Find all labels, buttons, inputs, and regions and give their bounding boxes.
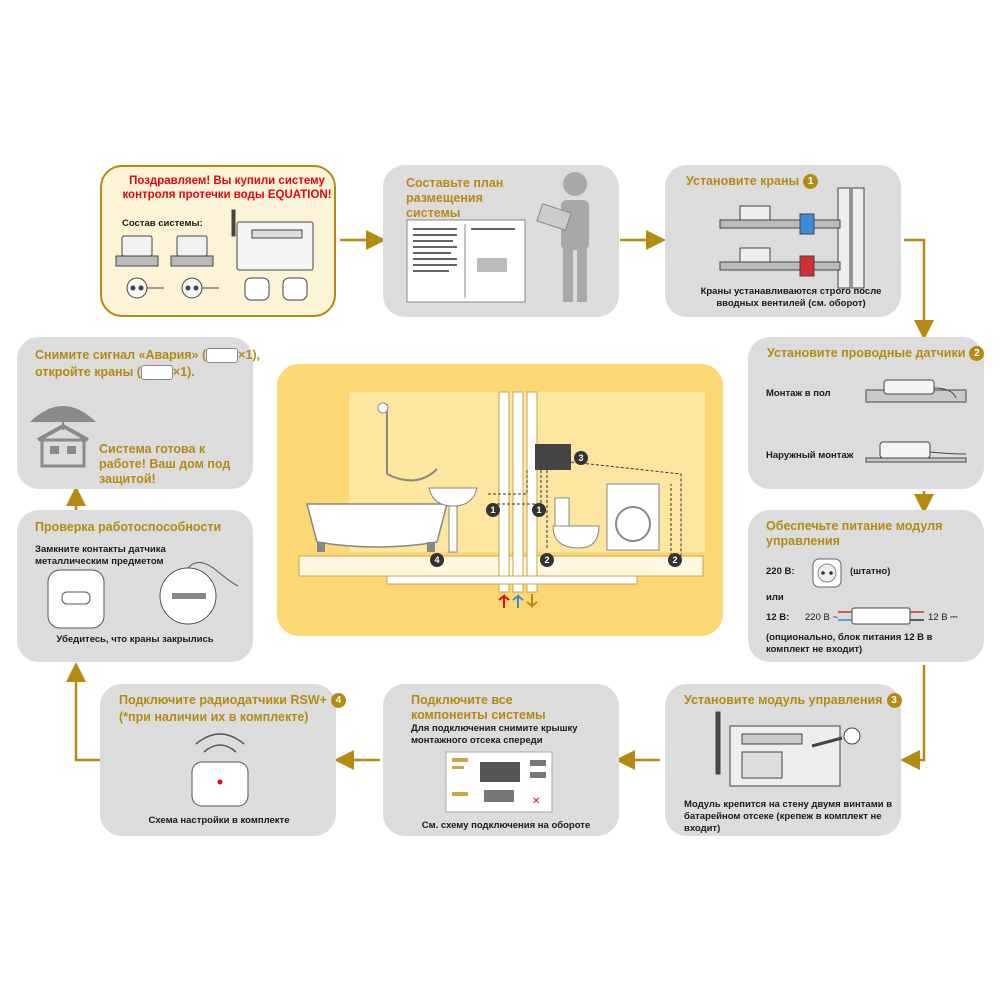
radio-sensor-wireless-illustration bbox=[191, 733, 249, 807]
plan-illustration bbox=[406, 172, 589, 303]
arrow-8-9 bbox=[66, 662, 100, 762]
valves-install-illustration bbox=[719, 187, 865, 289]
alarm-reset-text: Снимите сигнал «Авария» ( bbox=[35, 348, 207, 362]
power-standard-label: (штатно) bbox=[850, 566, 891, 577]
step9-note: Убедитесь, что краны закрылись bbox=[56, 634, 214, 645]
wired-sensors-illustration bbox=[865, 379, 967, 463]
power-adapter-illustration bbox=[838, 607, 924, 625]
step8-title: Подключите радиодатчики RSW+4 bbox=[119, 693, 346, 709]
center-badge-2a: 2 bbox=[544, 555, 549, 565]
unlock-icon bbox=[206, 348, 239, 364]
wired-sensor-illustration bbox=[126, 277, 219, 299]
step7-note: См. схему подключения на обороте bbox=[421, 820, 591, 831]
floor-mount-label: Монтаж в пол bbox=[766, 388, 831, 399]
control-module-illustration bbox=[231, 209, 314, 271]
step4-title-text: Установите проводные датчики bbox=[767, 346, 966, 360]
plan-sheet bbox=[406, 219, 526, 303]
system-ready-text: Система готова к работе! Ваш дом под защ… bbox=[99, 442, 231, 486]
step6-title-text: Установите модуль управления bbox=[684, 693, 883, 707]
unlock-icon-2 bbox=[140, 365, 173, 381]
step8-subtitle: (*при наличии их в комплекте) bbox=[119, 710, 309, 724]
center-badge-4: 4 bbox=[434, 555, 439, 565]
svg-text:✕: ✕ bbox=[532, 796, 540, 807]
center-badge-1b: 1 bbox=[536, 505, 541, 515]
step7-title: Подключите все компоненты системы bbox=[411, 693, 546, 722]
power-220-input-label: 220 В ~ bbox=[805, 612, 839, 623]
connection-scheme-illustration: ✕ bbox=[445, 751, 553, 813]
step10-line2: откройте краны ( ×1). bbox=[35, 365, 195, 381]
step2-title: Составьте план размещения системы bbox=[406, 176, 504, 220]
power-12-label: 12 В: bbox=[766, 612, 790, 623]
person-figure bbox=[536, 172, 589, 302]
radio-sensor-illustration bbox=[244, 277, 308, 301]
step5-card bbox=[748, 510, 984, 662]
step4-number-badge: 2 bbox=[969, 346, 985, 362]
module-mount-illustration bbox=[715, 711, 861, 787]
open-valves-count: ×1). bbox=[172, 365, 195, 379]
power-12-output-label: 12 В ⎓ bbox=[928, 612, 958, 623]
step3-number-badge: 1 bbox=[803, 174, 819, 190]
arrow-3-4 bbox=[904, 238, 934, 340]
outdoor-mount-label: Наружный монтаж bbox=[766, 450, 854, 461]
step4-card bbox=[748, 337, 984, 489]
step3-title-text: Установите краны bbox=[686, 174, 800, 188]
step3-note: Краны устанавливаются строго после вводн… bbox=[700, 286, 882, 309]
step9-instr: Замкните контакты датчика металлическим … bbox=[35, 544, 166, 567]
sensor-test-illustration bbox=[47, 562, 239, 629]
step6-number-badge: 3 bbox=[886, 693, 902, 709]
center-badge-2b: 2 bbox=[672, 555, 677, 565]
bathroom-scheme-illustration: 1 1 2 2 3 4 bbox=[298, 391, 705, 609]
step5-title: Обеспечьте питание модуля управления bbox=[766, 519, 943, 548]
step8-number-badge: 4 bbox=[330, 693, 346, 709]
step7-instr: Для подключения снимите крышку монтажног… bbox=[411, 723, 578, 746]
socket-icon bbox=[812, 558, 842, 588]
valve-illustration bbox=[115, 235, 214, 267]
step8-note: Схема настройки в комплекте bbox=[148, 815, 290, 826]
power-or-label: или bbox=[766, 592, 784, 603]
step8-card bbox=[100, 684, 336, 836]
system-contents-illustration bbox=[115, 209, 314, 301]
alarm-reset-count: ×1), bbox=[238, 348, 261, 362]
center-badge-1a: 1 bbox=[490, 505, 495, 515]
center-badge-3: 3 bbox=[578, 453, 583, 463]
protected-house-icon bbox=[30, 406, 96, 468]
open-valves-text: откройте краны ( bbox=[35, 365, 141, 379]
step1-subtitle: Состав системы: bbox=[122, 218, 203, 229]
step8-title-text: Подключите радиодатчики RSW+ bbox=[119, 693, 327, 707]
power-220-label: 220 В: bbox=[766, 566, 795, 577]
arrow-5-6 bbox=[900, 665, 926, 770]
step1-title: Поздравляем! Вы купили систему контроля … bbox=[122, 175, 332, 201]
step5-note: (опционально, блок питания 12 В в компле… bbox=[766, 632, 933, 655]
step10-line1: Снимите сигнал «Авария» ( ×1), bbox=[35, 348, 261, 364]
step9-title: Проверка работоспособности bbox=[35, 520, 222, 534]
step6-note: Модуль крепится на стену двумя винтами в… bbox=[684, 799, 893, 834]
